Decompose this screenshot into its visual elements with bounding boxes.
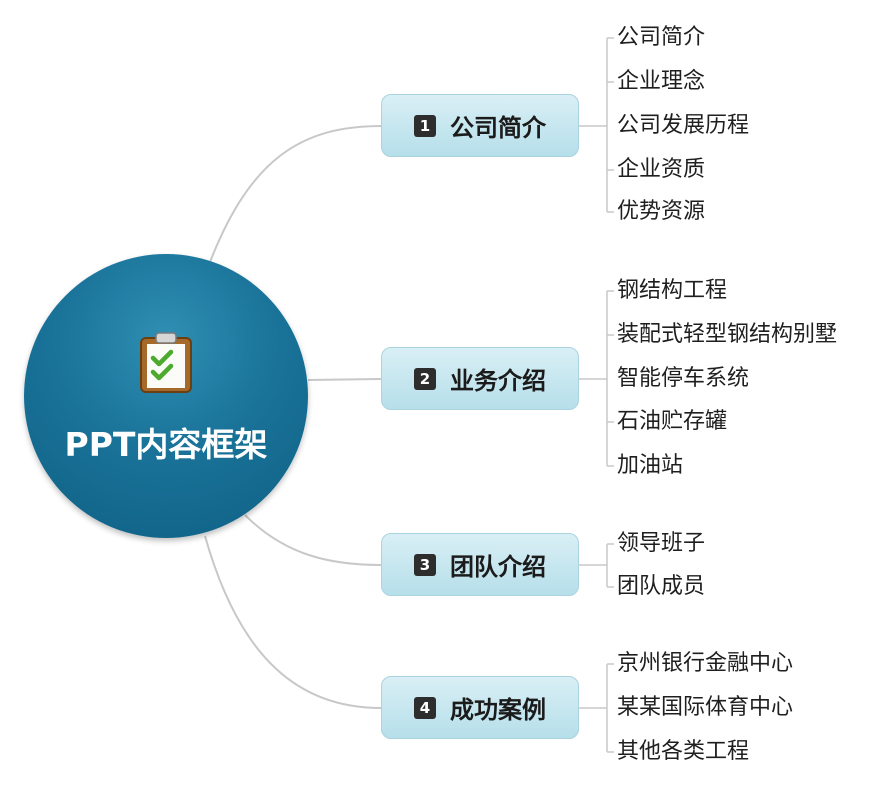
leaf-item[interactable]: 智能停车系统 <box>617 366 750 391</box>
topic-node-4[interactable]: 4 成功案例 <box>381 676 579 739</box>
topic-node-1[interactable]: 1 公司简介 <box>381 94 579 157</box>
connector-root-topic-1 <box>209 125 382 263</box>
root-title: PPT内容框架 <box>64 425 268 464</box>
leaf-item[interactable]: 公司简介 <box>617 25 706 50</box>
topic-label: 团队介绍 <box>450 553 546 581</box>
leaf-item[interactable]: 企业理念 <box>617 69 706 94</box>
root-node[interactable]: PPT内容框架 <box>24 254 308 538</box>
topic-number-badge: 2 <box>414 367 436 390</box>
clipboard-check-icon <box>140 332 192 393</box>
leaf-item[interactable]: 公司发展历程 <box>617 113 750 138</box>
topic-node-3[interactable]: 3 团队介绍 <box>381 533 579 596</box>
topic-number-badge: 1 <box>414 114 436 137</box>
leaf-item[interactable]: 某某国际体育中心 <box>617 695 794 720</box>
topic-label: 成功案例 <box>450 696 546 724</box>
topic-number-badge: 3 <box>414 553 436 576</box>
connector-root-topic-3 <box>244 514 382 566</box>
leaf-item[interactable]: 钢结构工程 <box>617 278 728 303</box>
leaf-item[interactable]: 领导班子 <box>617 531 706 556</box>
leaf-item[interactable]: 京州银行金融中心 <box>617 651 794 676</box>
leaf-item[interactable]: 其他各类工程 <box>617 739 750 764</box>
topic-label: 公司简介 <box>450 114 546 142</box>
connector-root-topic-4 <box>204 535 382 709</box>
topic-node-2[interactable]: 2 业务介绍 <box>381 347 579 410</box>
leaf-item[interactable]: 装配式轻型钢结构别墅 <box>617 322 838 347</box>
connector-root-topic-2 <box>307 378 382 381</box>
leaf-item[interactable]: 石油贮存罐 <box>617 409 728 434</box>
topic-label: 业务介绍 <box>450 367 546 395</box>
leaf-item[interactable]: 企业资质 <box>617 157 706 182</box>
leaf-item[interactable]: 优势资源 <box>617 199 706 224</box>
leaf-item[interactable]: 加油站 <box>617 453 684 478</box>
leaf-item[interactable]: 团队成员 <box>617 574 706 599</box>
topic-number-badge: 4 <box>414 696 436 719</box>
